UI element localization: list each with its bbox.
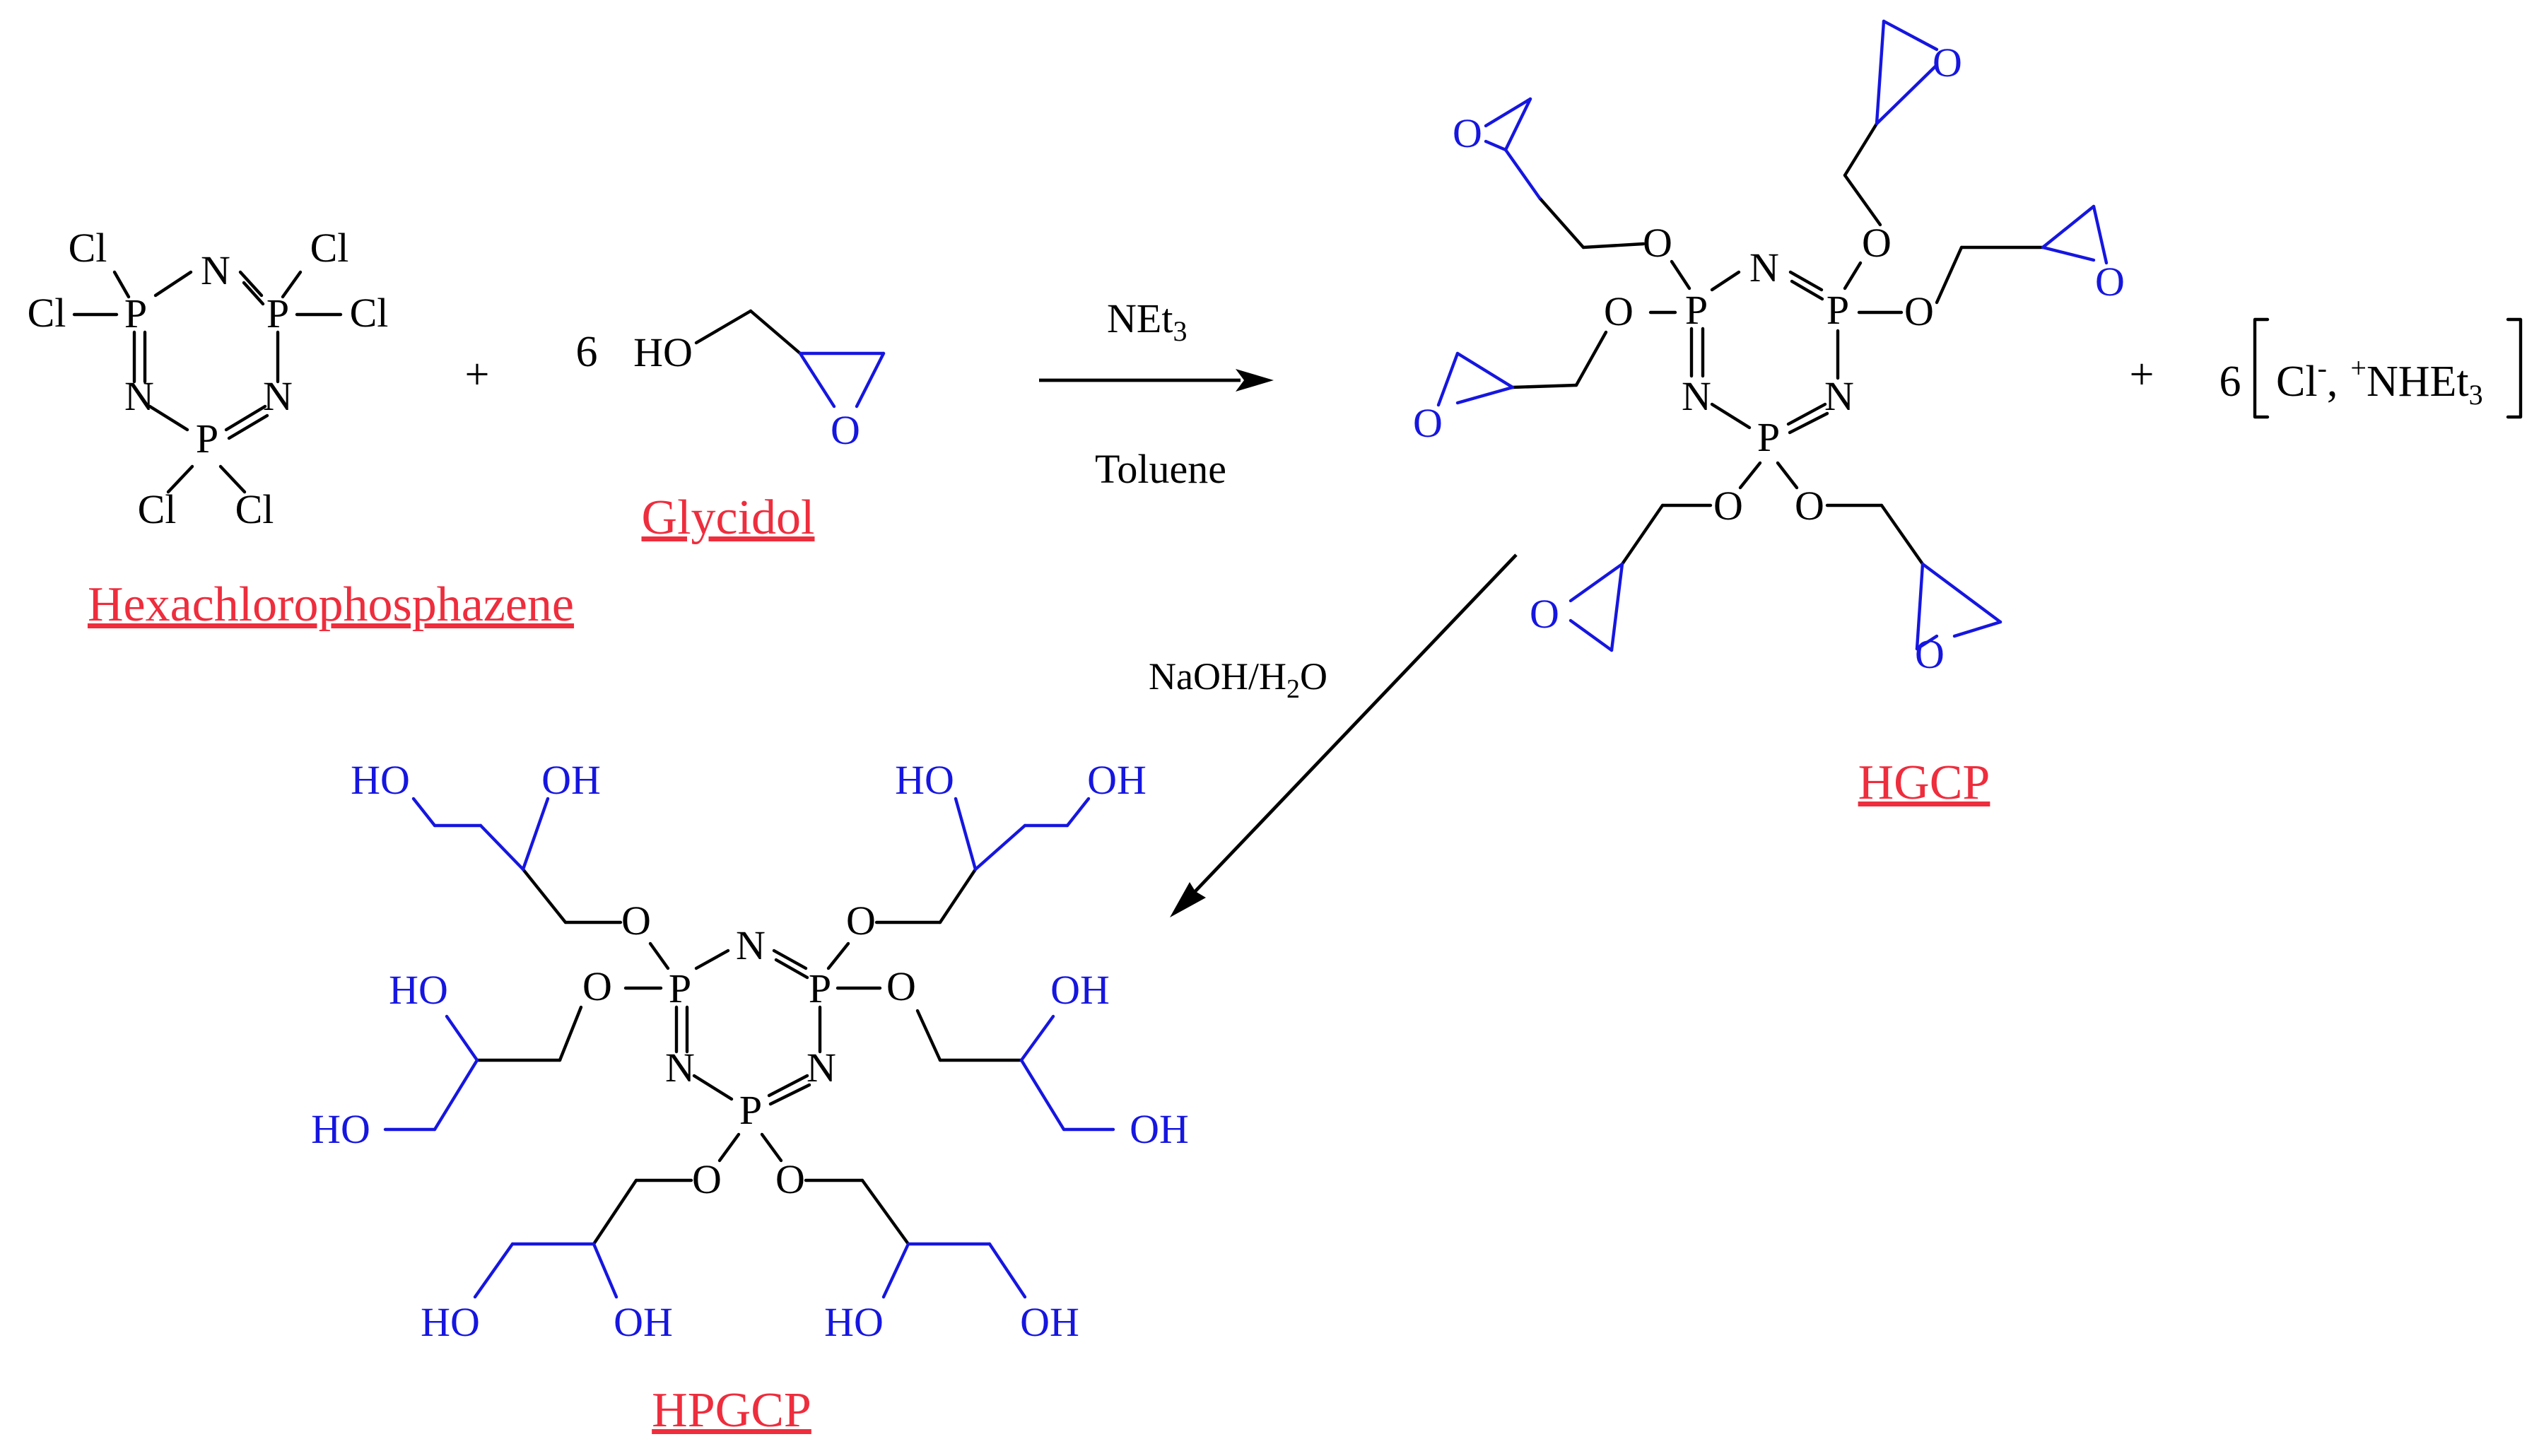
plus-sign: + (2130, 351, 2154, 399)
atom-label: N (201, 247, 230, 293)
atom-label: P (1757, 414, 1780, 460)
atom-label: HO (389, 967, 448, 1013)
atom-label: O (1604, 288, 1634, 334)
atom-label: P (196, 416, 218, 462)
atom-label: HO (633, 329, 693, 375)
atom-label: N (1824, 373, 1854, 419)
atom-label: P (669, 965, 691, 1011)
atom-label: P (266, 290, 289, 336)
atom-label: N (736, 922, 766, 968)
atom-label: N (1682, 373, 1711, 419)
atom-label: Cl (28, 290, 66, 336)
atom-label: O (692, 1156, 722, 1202)
atom-label: O (1413, 400, 1443, 446)
atom-label: Cl (310, 225, 349, 271)
glycidol-structure: 6 HO O Glycidol (576, 309, 886, 545)
hgcp-structure: P N P N P N O O O O O O O (1413, 19, 2125, 810)
compound-name-glycidol: Glycidol (642, 491, 815, 545)
atom-label: O (846, 898, 876, 944)
plus-sign: + (465, 351, 490, 399)
atom-label: P (124, 290, 147, 336)
atom-label: Cl (69, 225, 107, 271)
atom-label: O (886, 963, 916, 1009)
atom-label: OH (541, 757, 601, 803)
compound-name-hgcp: HGCP (1858, 756, 1990, 810)
atom-label: P (1826, 287, 1849, 333)
atom-label: O (1915, 631, 1945, 677)
atom-label: O (1795, 483, 1824, 529)
atom-label: HO (824, 1299, 884, 1345)
reaction-arrow-2: NaOH/H2O (1149, 553, 1518, 917)
atom-label: O (1453, 110, 1482, 156)
atom-label: Cl (235, 486, 274, 532)
atom-label: N (1749, 245, 1779, 290)
hpgcp-structure: P N P N P N O HO OH O HO HO O (311, 757, 1189, 1438)
hexachlorophosphazene-structure: P N P N P N Cl Cl Cl Cl Cl Cl Hexachloro… (28, 225, 574, 632)
byproduct-formula: Cl-,+NHEt3 (2276, 352, 2483, 411)
atom-label: O (1904, 288, 1934, 334)
atom-label: P (809, 965, 831, 1011)
atom-label: N (124, 373, 154, 419)
atom-label: N (807, 1045, 836, 1091)
atom-label: OH (1050, 967, 1110, 1013)
atom-label: OH (1087, 757, 1147, 803)
atom-label: HO (351, 757, 410, 803)
atom-label: P (739, 1087, 762, 1133)
atom-label: N (665, 1045, 695, 1091)
reagent-label: NEt3 (1107, 295, 1187, 347)
atom-label: P (1685, 287, 1708, 333)
atom-label: O (1862, 220, 1892, 266)
atom-label: O (2095, 259, 2125, 305)
compound-name-hpgcp: HPGCP (652, 1383, 811, 1438)
compound-name-hexachlorophosphazene: Hexachlorophosphazene (88, 577, 574, 632)
atom-label: N (263, 373, 293, 419)
atom-label: Cl (138, 486, 177, 532)
atom-label: OH (614, 1299, 673, 1345)
atom-label: HO (311, 1106, 370, 1152)
hydrolysis-conditions: NaOH/H2O (1149, 655, 1327, 704)
atom-label: O (775, 1156, 805, 1202)
atom-label: Cl (350, 290, 389, 336)
atom-label: O (1643, 220, 1672, 266)
atom-label: O (831, 407, 860, 453)
atom-label: OH (1130, 1106, 1189, 1152)
atom-label: HO (421, 1299, 480, 1345)
atom-label: O (1713, 483, 1743, 529)
glycidol-coefficient: 6 (576, 328, 598, 376)
atom-label: OH (1020, 1299, 1079, 1345)
atom-label: O (1933, 40, 1962, 86)
solvent-label: Toluene (1095, 446, 1226, 492)
atom-label: O (1530, 591, 1559, 637)
byproduct-coefficient: 6 (2220, 358, 2241, 406)
byproduct-salt: 6 Cl-,+NHEt3 (2220, 317, 2523, 419)
reaction-arrow-1: NEt3 Toluene (1039, 295, 1274, 492)
atom-label: HO (895, 757, 954, 803)
atom-label: O (582, 963, 612, 1009)
atom-label: O (621, 898, 651, 944)
